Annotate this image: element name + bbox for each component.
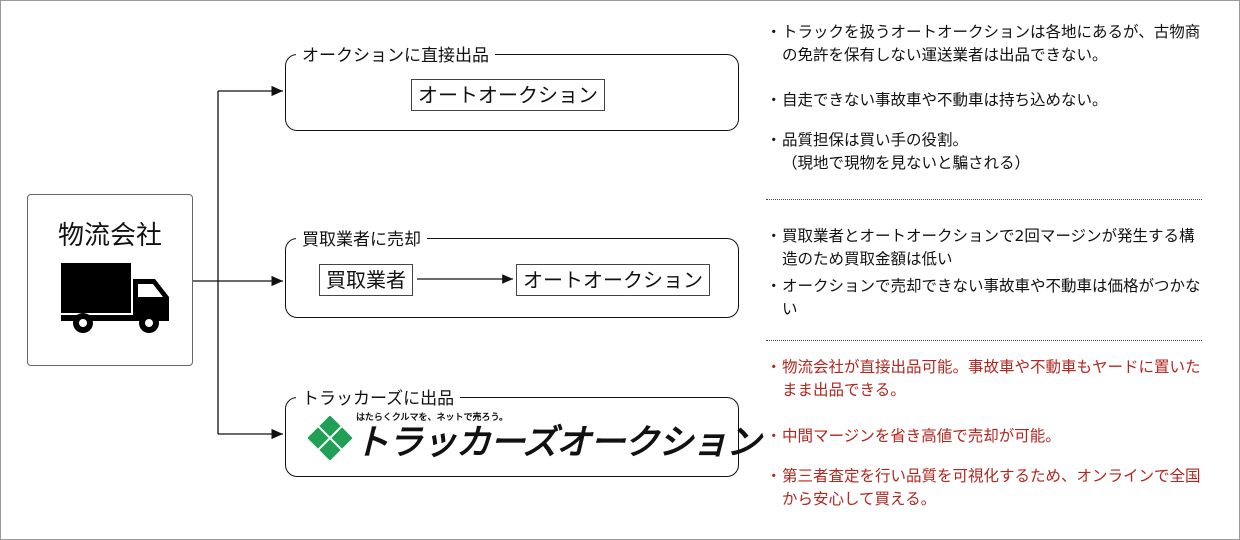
notes-divider xyxy=(766,340,1202,341)
logistics-company-box: 物流会社 xyxy=(27,194,193,366)
route-direct-auction: オークションに直接出品 オートオークション xyxy=(285,41,739,131)
route2-label: 買取業者に売却 xyxy=(296,225,427,250)
note-item: ・中間マージンを省き高値で売却が可能。 xyxy=(766,427,1061,445)
buyer-to-auction-arrow xyxy=(417,274,513,284)
note-item: ・第三者査定を行い品質を可視化するため、オンラインで全国から安心して買える。 xyxy=(766,467,1201,508)
note-item: ・自走できない事故車や不動車は持ち込めない。 xyxy=(766,91,1108,109)
truckers-auction-logo: はたらくクルマを、ネットで売ろう。 トラッカーズオークション xyxy=(308,408,761,468)
auto-auction-box-2: オートオークション xyxy=(516,264,710,296)
notes-divider xyxy=(766,199,1202,200)
company-title: 物流会社 xyxy=(57,221,162,251)
route-buyer-sale: 買取業者に売却 買取業者 オートオークション xyxy=(285,225,739,318)
note-item: （現地で現物を見ないと騙される） xyxy=(782,154,1031,172)
logo-tagline: はたらくクルマを、ネットで売ろう。 xyxy=(356,413,509,423)
route-truckers-auction: トラッカーズに出品 はたらくクルマを、ネットで売ろう。 トラッカーズオークション xyxy=(285,384,761,477)
route1-label: オークションに直接出品 xyxy=(296,41,495,66)
auto-auction-box: オートオークション xyxy=(411,79,605,111)
note-item: ・買取業者とオートオークションで2回マージンが発生する構造のため買取金額は低い xyxy=(766,227,1195,268)
truck-icon xyxy=(61,263,169,333)
route3-label: トラッカーズに出品 xyxy=(296,384,461,409)
diamond-logo-icon xyxy=(308,416,352,460)
note-item: ・物流会社が直接出品可能。事故車や不動車もヤードに置いたまま出品できる。 xyxy=(766,358,1201,399)
note-item: ・トラックを扱うオートオークションは各地にあるが、古物商の免許を保有しない運送業… xyxy=(766,23,1201,64)
buyer-box: 買取業者 xyxy=(319,264,413,296)
logo-wordmark: トラッカーズオークション xyxy=(354,423,761,463)
note-item: ・品質担保は買い手の役割。 xyxy=(766,131,969,149)
note-item: ・オークションで売却できない事故車や不動車は価格がつかない xyxy=(766,277,1201,318)
